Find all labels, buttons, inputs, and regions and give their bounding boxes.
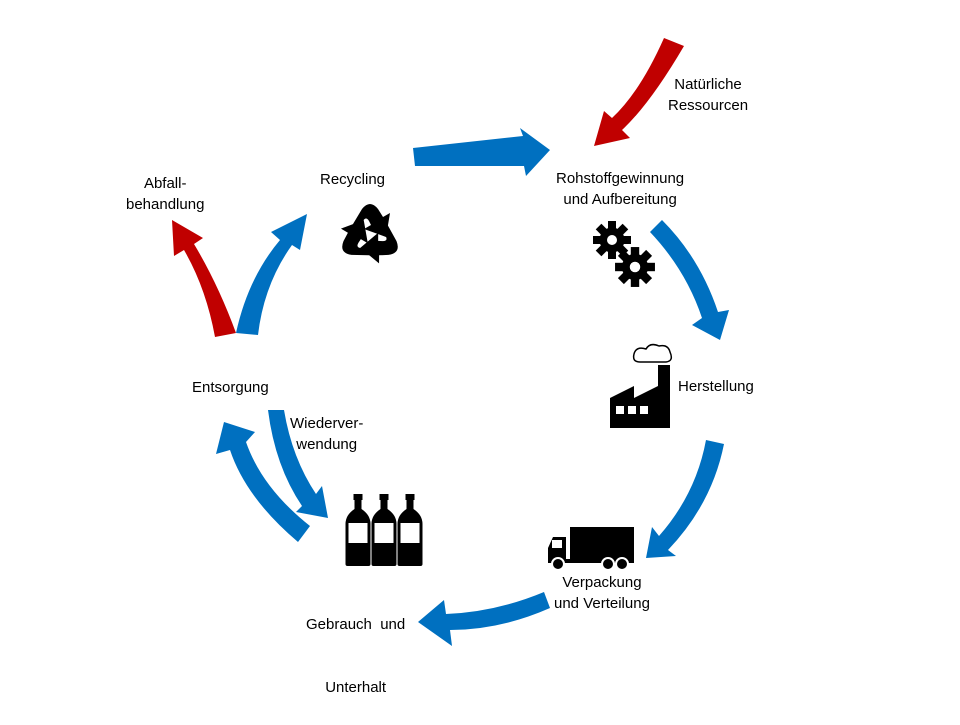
label-raw-material-line2: und Aufbereitung bbox=[563, 191, 677, 208]
recycle-icon bbox=[333, 204, 407, 268]
label-manufacturing: Herstellung bbox=[678, 378, 754, 395]
arrow-raw-material-to-manufacturing bbox=[650, 220, 729, 340]
arrow-natural-resources-input bbox=[594, 38, 684, 146]
arrow-reuse bbox=[268, 410, 328, 518]
label-waste-treatment-line1: Abfall- bbox=[143, 175, 187, 192]
arrow-use-to-disposal bbox=[216, 422, 310, 542]
arrow-disposal-to-recycling bbox=[236, 214, 307, 335]
arrow-manufacturing-to-distribution bbox=[646, 440, 724, 558]
label-waste-treatment-line2: behandlung bbox=[126, 196, 205, 213]
arrow-recycling-to-raw-material bbox=[413, 128, 550, 176]
label-recycling: Recycling bbox=[320, 171, 386, 188]
factory-icon bbox=[610, 343, 673, 428]
label-distribution-line1: Verpackung bbox=[562, 574, 642, 591]
truck-icon bbox=[548, 527, 634, 571]
label-use-line1: Gebrauch und bbox=[306, 616, 406, 633]
label-natural-resources: Natürliche Ressourcen bbox=[668, 74, 748, 116]
label-reuse-line1: Wiederver- bbox=[290, 415, 364, 432]
bottles-icon bbox=[345, 494, 423, 566]
label-reuse: Wiederver- wendung bbox=[290, 413, 363, 455]
label-use-line2: Unterhalt bbox=[325, 679, 387, 696]
label-disposal: Entsorgung bbox=[192, 379, 269, 396]
label-raw-material-line1: Rohstoffgewinnung bbox=[556, 170, 685, 187]
label-waste-treatment: Abfall- behandlung bbox=[126, 173, 204, 215]
gears-icon bbox=[593, 221, 655, 287]
label-distribution: Verpackung und Verteilung bbox=[554, 572, 650, 614]
label-raw-material: Rohstoffgewinnung und Aufbereitung bbox=[556, 168, 684, 210]
arrow-distribution-to-use bbox=[418, 592, 550, 646]
arrow-waste-treatment-output bbox=[172, 220, 236, 337]
label-natural-resources-line2: Ressourcen bbox=[668, 97, 749, 114]
label-reuse-line2: wendung bbox=[296, 436, 358, 453]
label-use: Gebrauch und Unterhalt bbox=[306, 572, 405, 719]
label-distribution-line2: und Verteilung bbox=[554, 595, 650, 612]
label-natural-resources-line1: Natürliche bbox=[674, 76, 742, 93]
